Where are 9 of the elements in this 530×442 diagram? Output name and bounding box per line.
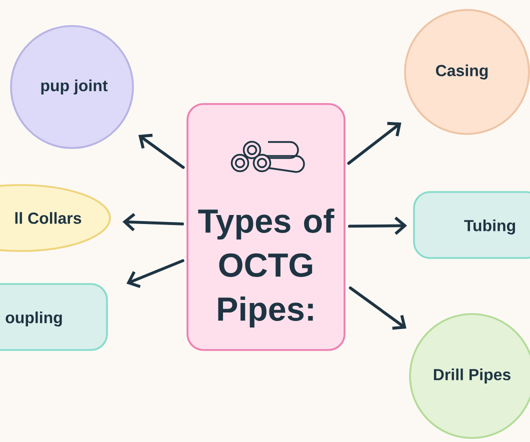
arrow xyxy=(138,134,185,169)
topic-box: oupling xyxy=(0,283,108,351)
arrow xyxy=(126,259,184,288)
arrow xyxy=(348,286,406,330)
arrow xyxy=(122,213,184,232)
arrow xyxy=(348,216,408,235)
topic-box: Tubing xyxy=(413,191,530,259)
arrow xyxy=(347,122,402,165)
title-box: Types of OCTG Pipes: xyxy=(186,103,346,351)
